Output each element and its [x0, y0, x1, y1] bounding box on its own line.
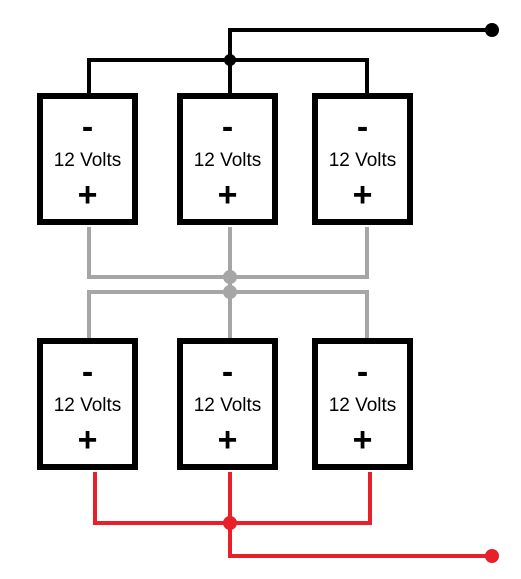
battery-body: [312, 93, 413, 225]
battery-body: [312, 338, 413, 470]
battery-voltage-label: 12 Volts: [329, 395, 397, 416]
negative-wiring: [87, 28, 492, 93]
battery: - 12 Volts +: [312, 93, 413, 225]
battery-positive-sign: +: [78, 176, 98, 214]
battery-body: [37, 338, 138, 470]
battery-body: [177, 338, 278, 470]
battery: - 12 Volts +: [37, 338, 138, 470]
series-junction-lower: [223, 285, 237, 299]
battery-negative-sign: -: [357, 108, 368, 146]
positive-output-lead: [228, 523, 492, 558]
battery-voltage-label: 12 Volts: [54, 150, 122, 171]
battery-positive-sign: +: [218, 421, 238, 459]
negative-output-lead: [228, 28, 492, 60]
battery-voltage-label: 12 Volts: [329, 150, 397, 171]
positive-wiring: [93, 472, 492, 558]
battery-voltage-label: 12 Volts: [54, 395, 122, 416]
battery-negative-sign: -: [82, 108, 93, 146]
battery: - 12 Volts +: [177, 93, 278, 225]
positive-junction-node: [223, 516, 237, 530]
series-junctions: [223, 270, 237, 299]
negative-junctions: [224, 23, 499, 66]
positive-bus: [93, 472, 372, 525]
battery-voltage-label: 12 Volts: [194, 395, 262, 416]
battery-positive-sign: +: [353, 421, 373, 459]
battery-positive-sign: +: [218, 176, 238, 214]
battery-positive-sign: +: [78, 421, 98, 459]
battery-negative-sign: -: [357, 353, 368, 391]
negative-junction-node: [224, 54, 236, 66]
battery: - 12 Volts +: [177, 338, 278, 470]
positive-terminal-dot: [485, 549, 499, 563]
battery-voltage-label: 12 Volts: [194, 150, 262, 171]
negative-terminal-dot: [485, 23, 499, 37]
battery: - 12 Volts +: [312, 338, 413, 470]
battery: - 12 Volts +: [37, 93, 138, 225]
series-junction-upper: [223, 270, 237, 284]
battery-positive-sign: +: [353, 176, 373, 214]
battery-negative-sign: -: [222, 353, 233, 391]
positive-junctions: [223, 516, 499, 563]
battery-body: [37, 93, 138, 225]
battery-body: [177, 93, 278, 225]
battery-negative-sign: -: [222, 108, 233, 146]
battery-negative-sign: -: [82, 353, 93, 391]
battery-bank: - 12 Volts + - 12 Volts + - 12 Volts + - 12 Volts +…: [37, 93, 413, 470]
